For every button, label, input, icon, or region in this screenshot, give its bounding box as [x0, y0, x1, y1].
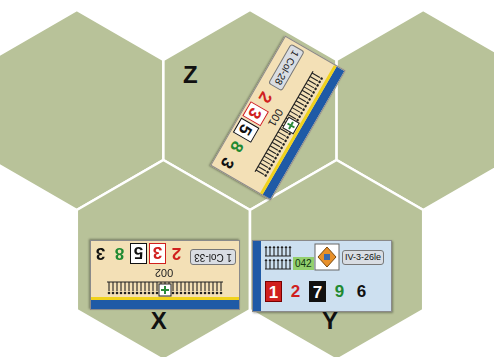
unit-id: 1 Col-28	[268, 44, 305, 92]
unit-id: IV-3-26le	[342, 250, 384, 265]
unit-value: 1	[265, 281, 282, 302]
hex-area: 1 Col-2823583001Z	[163, 10, 336, 210]
unit-value: 7	[309, 281, 326, 302]
unit-value: 2	[287, 281, 304, 302]
unit-counter: 042 IV-3-26le 12796	[252, 240, 392, 312]
hex-label: X	[149, 307, 169, 335]
hex-label: Z	[180, 61, 200, 89]
unit-value: 002	[144, 266, 184, 280]
unit-value: 6	[353, 281, 370, 302]
unit-value: 042	[293, 257, 314, 270]
unit-value: 8	[111, 243, 128, 264]
unit-value: 3	[149, 243, 166, 264]
unit-value: 9	[331, 281, 348, 302]
unit-value: 2	[168, 243, 185, 264]
unit-value: 5	[130, 243, 147, 264]
hex-area: 1 Col-3323583002X	[77, 160, 250, 357]
unit-id: 1 Col-33	[190, 249, 236, 265]
hex-area: 042IV-3-26le12796Y	[250, 160, 423, 357]
unit-value: 3	[92, 243, 109, 264]
unit-counter: 1 Col-2823583001	[211, 36, 347, 201]
hex-cell	[77, 160, 250, 357]
unit-counter: 1 Col-3323583002	[90, 240, 240, 310]
